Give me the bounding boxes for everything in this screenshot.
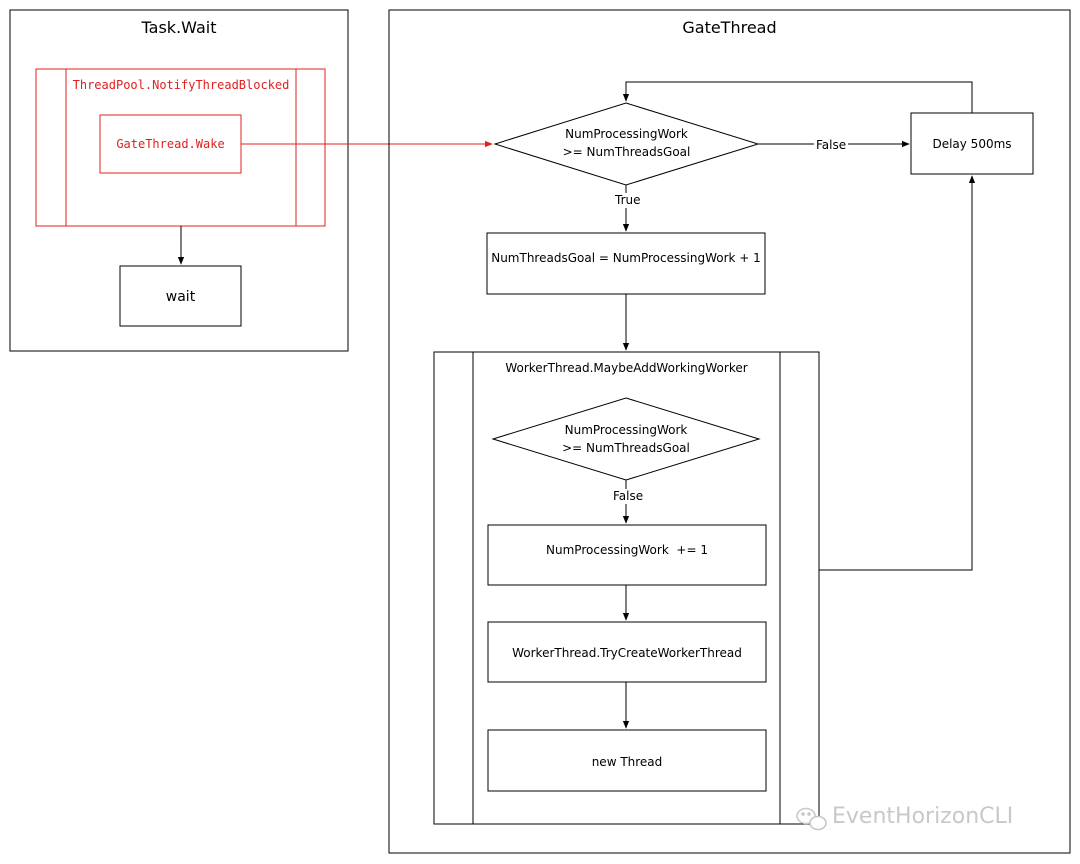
task-wait-title: Task.Wait [141, 18, 217, 37]
worker-decision-line1: NumProcessingWork [564, 423, 688, 437]
arrow-delay-loop-back [622, 81, 973, 113]
gatethread-title: GateThread [682, 18, 777, 37]
maybe-add-worker-title: WorkerThread.MaybeAddWorkingWorker [505, 361, 748, 375]
worker-decision-diamond [491, 397, 761, 481]
wait-label: wait [165, 289, 196, 305]
create-worker-label: WorkerThread.TryCreateWorkerThread [512, 646, 742, 660]
arrow-worker-to-delay [819, 175, 976, 571]
maybe-add-worker-box [433, 351, 820, 825]
gate-true-label: True [613, 193, 643, 208]
gate-decision-diamond [493, 102, 760, 186]
watermark-text: EventHorizonCLI [832, 804, 1014, 829]
new-thread-box [487, 729, 767, 792]
increment-label: NumProcessingWork += 1 [546, 543, 708, 557]
gate-decision-line2: >= NumThreadsGoal [562, 145, 691, 159]
gatethread-wake-label: GateThread.Wake [116, 137, 225, 151]
task-wait-container [9, 9, 349, 352]
gate-false-label: False [814, 138, 849, 153]
goal-label: NumThreadsGoal = NumProcessingWork + 1 [491, 251, 761, 265]
wechat-icon [796, 807, 827, 831]
delay-label: Delay 500ms [932, 137, 1012, 151]
new-thread-label: new Thread [591, 755, 663, 769]
gate-decision-line1: NumProcessingWork [565, 127, 688, 141]
create-worker-box [487, 621, 767, 683]
wait-box [119, 265, 242, 327]
gatethread-container [388, 9, 1071, 854]
worker-false-label: False [611, 489, 646, 504]
notify-thread-blocked-label: ThreadPool.NotifyThreadBlocked [72, 78, 290, 92]
worker-decision-line2: >= NumThreadsGoal [562, 441, 690, 455]
increment-box [487, 524, 767, 586]
